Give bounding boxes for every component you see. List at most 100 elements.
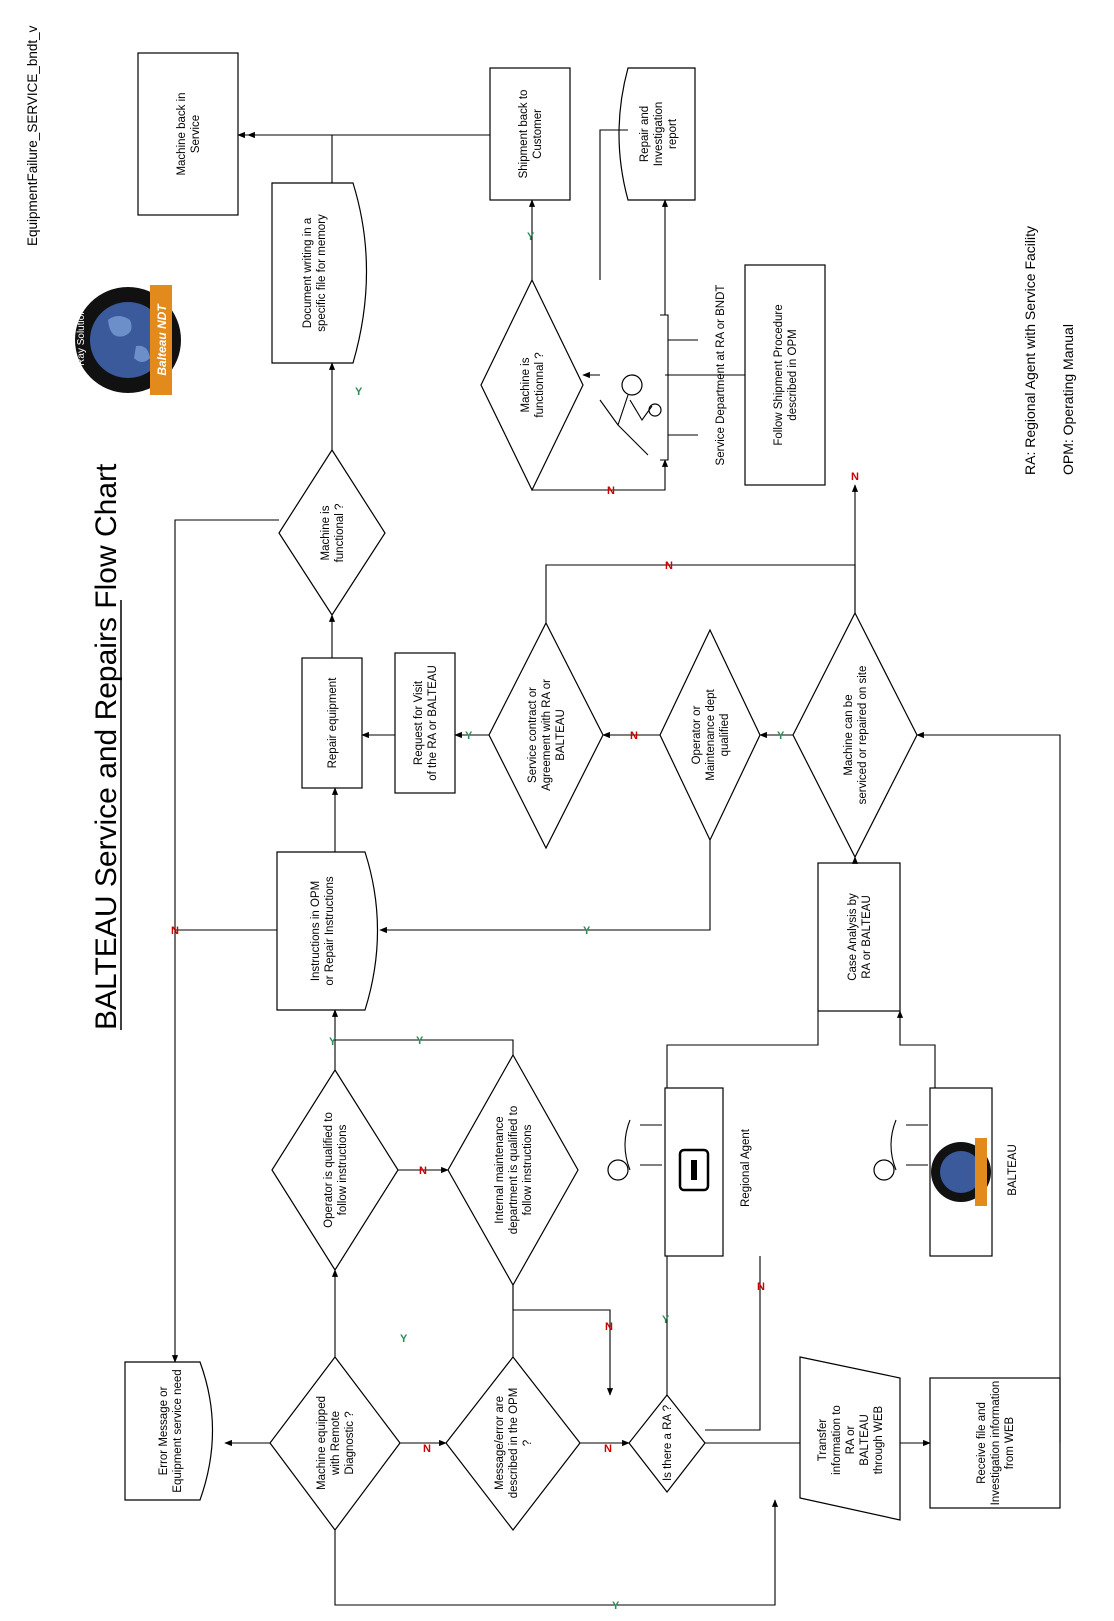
- legend-opm-text: OPM: Operating Manual: [1060, 324, 1076, 475]
- yes-label: Y: [400, 1333, 408, 1345]
- node-label-line: follow instructions: [522, 1124, 534, 1215]
- no-label: N: [419, 1165, 427, 1177]
- yes-label: Y: [465, 730, 473, 742]
- node-label-line: Follow Shipment Procedure: [773, 304, 785, 445]
- node-label-line: report: [667, 118, 679, 149]
- node-follow-shipment: [744, 264, 826, 486]
- no-label: N: [607, 485, 615, 497]
- node-label-line: Operator is qualified to: [323, 1112, 335, 1228]
- node-label-line: of the RA or BALTEAU: [427, 665, 439, 780]
- node-shipment-back: [489, 67, 571, 201]
- node-label-repair-equipment: Repair equipment: [327, 677, 339, 769]
- node-label-line: Agreement with RA or: [541, 679, 553, 791]
- node-transfer-info: [799, 1356, 901, 1521]
- node-label-line: Is there a RA ?: [662, 1405, 674, 1481]
- node-machine-back: [137, 52, 239, 216]
- node-label-line: or Repair Instructions: [324, 876, 336, 986]
- yes-label: Y: [612, 1600, 620, 1612]
- yes-label: Y: [329, 1036, 337, 1048]
- node-service-contract: [488, 621, 604, 850]
- logo-ring-text: X-Ray Solutions: [76, 304, 87, 376]
- node-label-line: specific file for memory: [316, 214, 328, 332]
- chart-title-group: BALTEAU Service and Repairs Flow Chart: [90, 463, 123, 1030]
- balteau-logo: Balteau NDT X-Ray Solutions: [75, 285, 181, 395]
- node-label-line: BALTEAU: [1007, 1144, 1019, 1196]
- node-label-line: Service contract or: [527, 687, 539, 783]
- node-label-is-there-ra: Is there a RA ?: [662, 1405, 674, 1481]
- node-label-line: Repair equipment: [327, 677, 339, 769]
- node-label-line: Service: [190, 115, 202, 153]
- node-label-line: Machine can be: [843, 694, 855, 775]
- node-label-line: functional ?: [334, 504, 346, 563]
- node-label-line: Internal maintenance: [494, 1116, 506, 1223]
- node-label-line: Error Message or: [158, 1386, 170, 1475]
- no-label: N: [851, 471, 859, 483]
- no-label: N: [604, 1443, 612, 1455]
- chart-title: BALTEAU Service and Repairs Flow Chart: [90, 463, 123, 1030]
- node-label-line: serviced or repaired on site: [857, 666, 869, 805]
- node-label-line: through WEB: [873, 1405, 885, 1474]
- service-dept-figure: [599, 314, 698, 461]
- node-label-balteau-person: BALTEAU: [1007, 1144, 1019, 1196]
- node-label-line: Equipment service need: [172, 1369, 184, 1492]
- node-document-writing: [271, 182, 368, 364]
- no-label: N: [605, 1321, 613, 1333]
- node-label-line: qualified: [719, 714, 731, 757]
- no-label: N: [171, 925, 179, 937]
- node-case-analysis: [817, 862, 901, 1012]
- no-label: N: [630, 730, 638, 742]
- node-label-line: Diagnostic ?: [344, 1411, 356, 1474]
- no-label: N: [423, 1443, 431, 1455]
- legend-ra-text: RA: Regional Agent with Service Facility: [1022, 226, 1038, 475]
- node-label-line: Investigation information: [990, 1381, 1002, 1506]
- node-label-line: department is qualified to: [508, 1106, 520, 1235]
- decision-labels: N N Y Y N Y N N Y Y Y N Y N Y Y N N N Y: [171, 231, 859, 1612]
- node-machine-functional-2: [480, 278, 584, 492]
- node-is-there-ra: [628, 1394, 706, 1493]
- node-label-line: Machine is: [520, 357, 532, 412]
- yes-label: Y: [355, 386, 363, 398]
- node-label-line: Machine back in: [176, 92, 188, 175]
- node-label-line: described in the OPM: [508, 1388, 520, 1499]
- node-label-line: Document writing in a: [302, 217, 314, 328]
- node-label-line: Service Department at RA or BNDT: [715, 285, 727, 466]
- yes-label: Y: [662, 1314, 670, 1326]
- node-label-line: Message/error are: [494, 1396, 506, 1490]
- node-label-line: follow instructions: [337, 1124, 349, 1215]
- regional-agent-figure: [607, 1087, 724, 1257]
- no-label: N: [757, 1281, 765, 1293]
- node-label-line: Shipment back to: [518, 90, 530, 179]
- node-receive-file: [929, 1377, 1061, 1509]
- node-label-regional-agent: Regional Agent: [740, 1128, 752, 1207]
- node-label-line: BALTEAU: [555, 709, 567, 761]
- node-label-line: Repair and: [639, 106, 651, 162]
- node-request-visit: [394, 652, 456, 794]
- node-label-line: Transfer: [817, 1419, 829, 1462]
- node-label-line: ?: [522, 1440, 534, 1446]
- yes-label: Y: [583, 925, 591, 937]
- node-label-line: with Remote: [330, 1411, 342, 1476]
- node-label-line: Request for Visit: [413, 680, 425, 765]
- node-machine-functional-1: [278, 448, 386, 617]
- node-label-line: Maintenance dept: [705, 688, 717, 780]
- node-label-line: from WEB: [1004, 1416, 1016, 1469]
- logo-brand-text: Balteau NDT: [155, 303, 169, 376]
- node-error-message: [124, 1361, 214, 1501]
